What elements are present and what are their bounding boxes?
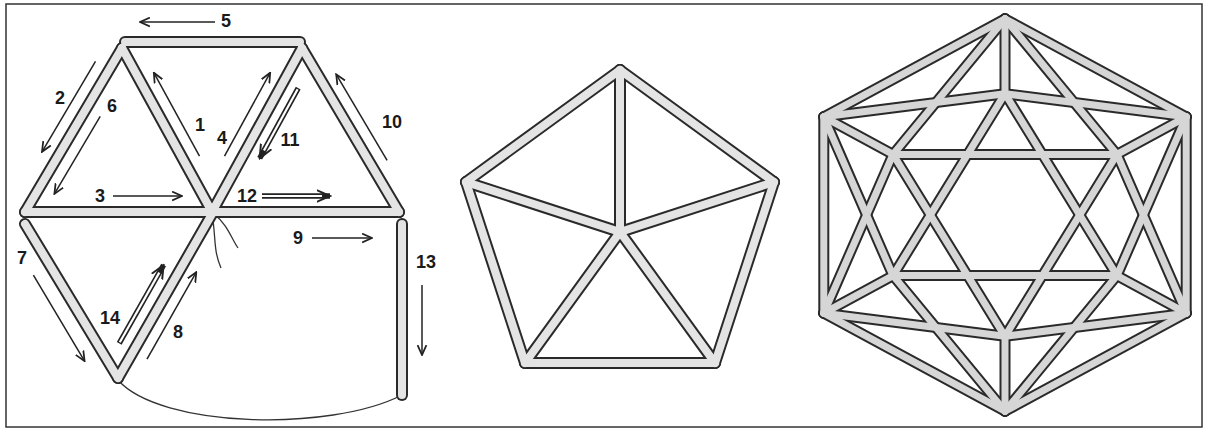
- callout-number: 14: [100, 309, 120, 327]
- callout-number: 10: [382, 113, 402, 131]
- callout-number: 5: [221, 12, 231, 30]
- callout-number: 2: [55, 89, 65, 107]
- double-arrows: [119, 88, 330, 343]
- callout-number: 13: [416, 253, 436, 271]
- straws-icosahedron: [824, 19, 1186, 411]
- frame: [6, 4, 1202, 427]
- direction-arrows: [33, 22, 422, 361]
- callout-number: 3: [95, 187, 105, 205]
- string: [118, 214, 402, 420]
- callout-number: 9: [293, 229, 303, 247]
- straws-net: [25, 42, 402, 395]
- callout-number: 7: [17, 249, 27, 267]
- callout-number: 1: [195, 116, 205, 134]
- callout-number: 8: [173, 323, 183, 341]
- callout-number: 4: [217, 129, 227, 147]
- callout-number: 11: [280, 131, 299, 149]
- straws-pentagon: [466, 70, 774, 363]
- callout-number: 6: [107, 97, 117, 115]
- callout-number: 12: [237, 187, 257, 205]
